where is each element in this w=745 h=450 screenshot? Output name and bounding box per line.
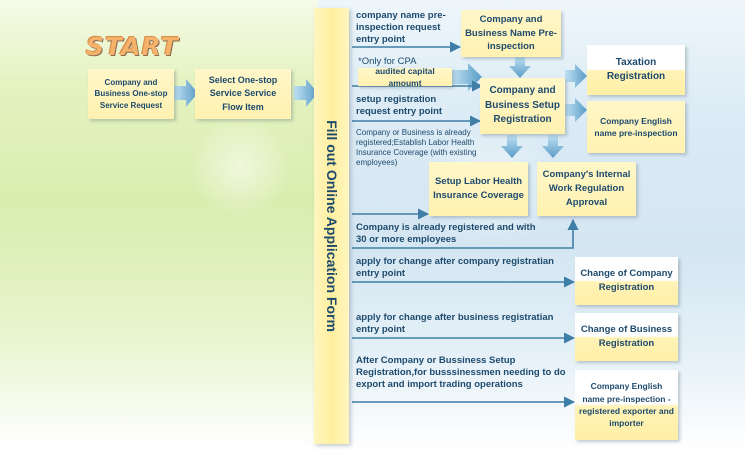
work-regulation-approval-box: Company's Internal Work Regulation Appro…: [537, 162, 636, 216]
arrow-setup-to-english: [565, 98, 587, 122]
arrow-name-to-setup: [509, 57, 531, 78]
audited-capital-box: audited capital amoumt: [358, 66, 452, 88]
name-pre-inspection-entry-label: company name pre-inspection request entr…: [356, 10, 446, 45]
thirty-employees-entry-label: Company is already registered and with 3…: [356, 222, 536, 245]
setup-registration-box: Company and Business Setup Registration: [480, 78, 565, 134]
one-stop-service-request-box: Company and Business One-stop Service Re…: [88, 69, 174, 119]
change-company-registration-box: Change of Company Registration: [575, 257, 678, 305]
labor-insurance-entry-label: Company or Business is already registere…: [356, 128, 477, 167]
name-pre-inspection-box: Company and Business Name Pre-inspection: [461, 10, 561, 57]
application-form-bar: [314, 8, 349, 444]
arrow-left-2: [294, 79, 318, 107]
labor-health-insurance-box: Setup Labor Health Insurance Coverage: [429, 162, 528, 216]
arrow-setup-to-labor: [501, 135, 523, 158]
export-import-entry-label: After Company or Bussiness Setup Registr…: [356, 355, 566, 390]
arrow-left-1: [174, 79, 198, 107]
application-form-label: Fill out Online Application Form: [324, 120, 340, 332]
left-globe-decoration: [190, 118, 290, 218]
only-for-cpa-label: *Only for CPA: [358, 56, 417, 67]
arrow-setup-to-taxation: [565, 64, 587, 88]
change-company-entry-label: apply for change after company registrat…: [356, 256, 554, 279]
start-label: START: [86, 32, 179, 61]
select-service-flow-box: Select One-stop Service Service Flow Ite…: [195, 69, 291, 119]
exporter-importer-box: Company English name pre-inspection - re…: [575, 370, 678, 440]
arrow-setup-to-work: [542, 135, 564, 158]
change-business-entry-label: apply for change after business registra…: [356, 312, 554, 335]
taxation-registration-box: Taxation Registration: [587, 45, 685, 95]
change-business-registration-box: Change of Business Registration: [575, 313, 678, 361]
setup-registration-entry-label: setup registration request entry point: [356, 94, 443, 117]
english-name-pre-inspection-box: Company English name pre-inspection: [587, 101, 685, 153]
